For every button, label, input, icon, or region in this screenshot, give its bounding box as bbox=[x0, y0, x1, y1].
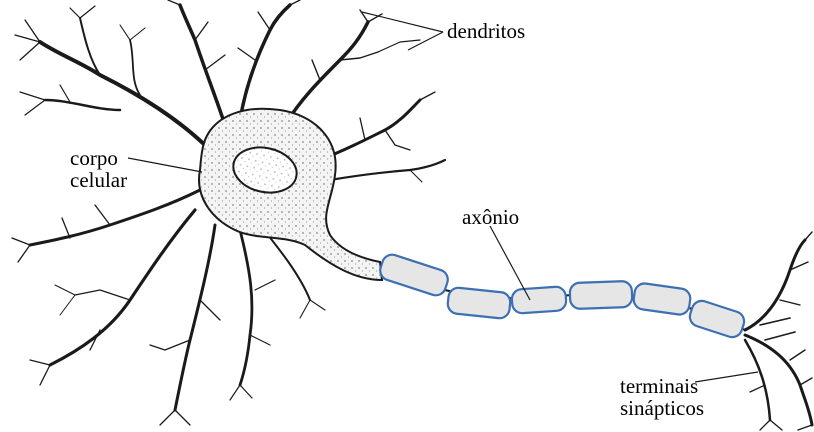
cell-body-label: corpo celular bbox=[70, 147, 127, 191]
cell-body-label-line1: corpo bbox=[70, 147, 127, 169]
synaptic-terminals-label-line2: sinápticos bbox=[620, 397, 704, 419]
synaptic-terminals-label-line1: terminais bbox=[620, 375, 704, 397]
cell-body bbox=[199, 109, 382, 280]
cell-body-label-line2: celular bbox=[70, 169, 127, 191]
axon bbox=[378, 252, 747, 340]
myelin-sheath bbox=[378, 252, 747, 340]
dendrites-label: dendritos bbox=[447, 20, 525, 42]
axon-label: axônio bbox=[462, 206, 519, 228]
synaptic-terminals bbox=[745, 232, 812, 430]
synaptic-terminals-label: terminais sinápticos bbox=[620, 375, 704, 419]
